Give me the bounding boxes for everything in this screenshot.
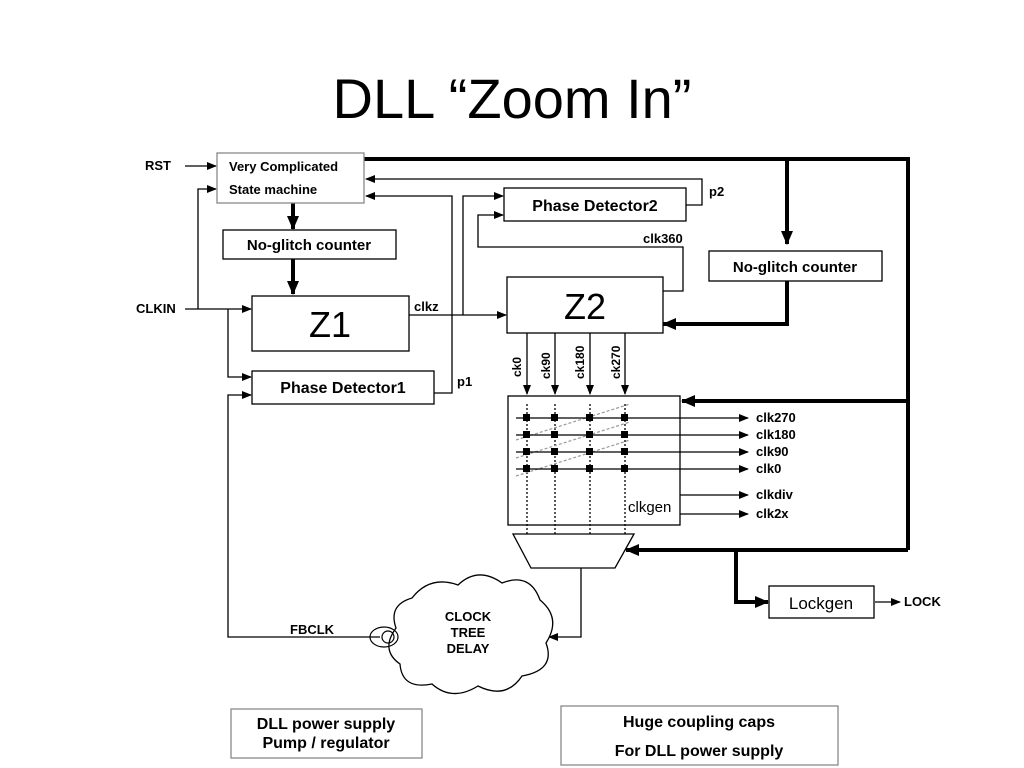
page-title: DLL “Zoom In” bbox=[333, 67, 692, 130]
phase-detector1-block: Phase Detector1 bbox=[251, 370, 435, 405]
output-clk180: clk180 bbox=[756, 427, 796, 442]
no-glitch-counter-right: No-glitch counter bbox=[708, 250, 883, 282]
z2-label: Z2 bbox=[564, 286, 606, 327]
output-clk270: clk270 bbox=[756, 410, 796, 425]
lockgen-block: Lockgen bbox=[768, 585, 875, 619]
state-machine-label-2: State machine bbox=[229, 182, 317, 197]
output-mux bbox=[511, 533, 636, 569]
thin-wires bbox=[185, 162, 901, 641]
rst-label: RST bbox=[145, 158, 171, 173]
tap-label-ck90: ck90 bbox=[539, 352, 553, 379]
output-clk0: clk0 bbox=[756, 461, 781, 476]
power-supply-line-1: DLL power supply bbox=[257, 716, 395, 733]
z2-block: Z2 bbox=[506, 276, 664, 334]
tap-label-ck0: ck0 bbox=[510, 357, 524, 377]
z1-label: Z1 bbox=[309, 304, 351, 345]
clkz-label: clkz bbox=[414, 299, 439, 314]
power-supply-note: DLL power supply Pump / regulator bbox=[230, 708, 423, 759]
clk360-label: clk360 bbox=[643, 231, 683, 246]
clock-tree-label-1: CLOCK bbox=[445, 609, 492, 624]
fbclk-label: FBCLK bbox=[290, 622, 335, 637]
phase-detector1-label: Phase Detector1 bbox=[280, 380, 405, 397]
output-clk2x: clk2x bbox=[756, 506, 789, 521]
output-clk90: clk90 bbox=[756, 444, 789, 459]
z1-block: Z1 bbox=[251, 295, 410, 352]
counter-left-label: No-glitch counter bbox=[247, 237, 371, 254]
phase-detector2-block: Phase Detector2 bbox=[503, 187, 687, 222]
state-machine-block: Very Complicated State machine bbox=[216, 152, 365, 204]
thick-wires bbox=[287, 157, 910, 608]
counter-right-label: No-glitch counter bbox=[733, 259, 857, 276]
coupling-caps-line-1: Huge coupling caps bbox=[623, 714, 775, 731]
p2-label: p2 bbox=[709, 184, 724, 199]
coupling-caps-note: Huge coupling caps For DLL power supply bbox=[560, 705, 839, 766]
clkgen-block: clkgen bbox=[507, 395, 749, 535]
tap-label-ck180: ck180 bbox=[573, 345, 587, 379]
state-machine-label-1: Very Complicated bbox=[229, 159, 338, 174]
clkin-label: CLKIN bbox=[136, 301, 176, 316]
clock-tree-output-loop bbox=[369, 626, 399, 648]
clkgen-label: clkgen bbox=[628, 499, 671, 516]
clock-tree-label-2: TREE bbox=[451, 625, 486, 640]
lock-label: LOCK bbox=[904, 594, 941, 609]
power-supply-line-2: Pump / regulator bbox=[262, 735, 389, 752]
coupling-caps-line-2: For DLL power supply bbox=[615, 743, 784, 760]
tap-label-ck270: ck270 bbox=[609, 345, 623, 379]
no-glitch-counter-left: No-glitch counter bbox=[222, 229, 397, 260]
tap-lines bbox=[523, 333, 629, 395]
output-clkdiv: clkdiv bbox=[756, 487, 794, 502]
phase-detector2-label: Phase Detector2 bbox=[532, 198, 657, 215]
clock-tree-label-3: DELAY bbox=[447, 641, 490, 656]
lockgen-label: Lockgen bbox=[789, 594, 853, 613]
p1-label: p1 bbox=[457, 374, 472, 389]
clock-tree-delay-cloud bbox=[388, 574, 554, 695]
